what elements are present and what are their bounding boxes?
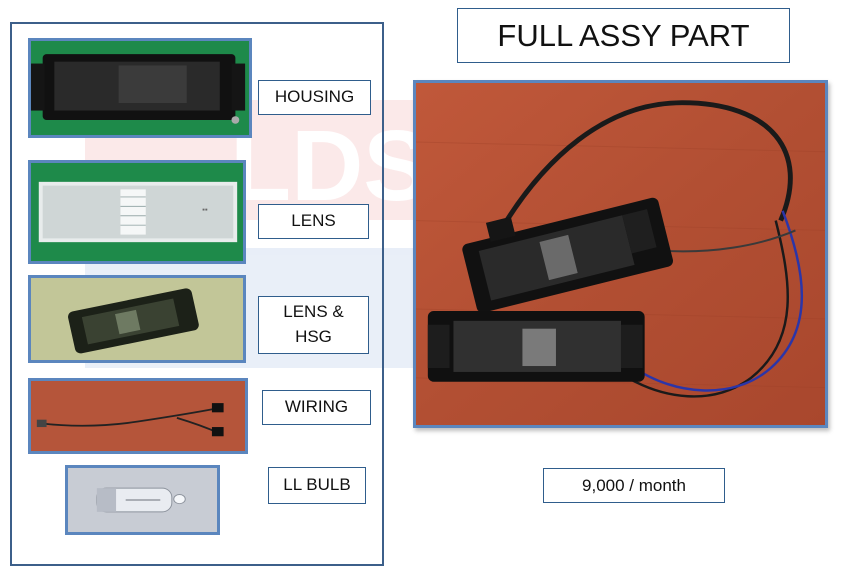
housing-label: HOUSING [258,80,371,115]
lens-label-text: LENS [291,211,336,231]
wiring-photo [28,378,248,454]
bulb-label-text: LL BULB [283,475,351,495]
page-title-text: FULL ASSY PART [497,17,750,53]
production-capacity-text: 9,000 / month [582,475,686,495]
production-capacity: 9,000 / month [543,468,725,503]
full-assembly-photo [413,80,828,428]
lens-photo: ▪▪ [28,160,246,264]
lens-and-housing-label-line1: LENS & [283,302,344,322]
lens-label: LENS [258,204,369,239]
housing-photo [28,38,252,138]
lens-and-housing-photo [28,275,246,363]
housing-label-text: HOUSING [274,87,355,107]
lens-and-housing-label: LENS & HSG [258,296,369,354]
bulb-photo [65,465,220,535]
bulb-label: LL BULB [268,467,366,504]
wiring-label-text: WIRING [284,397,349,417]
svg-text:▪▪: ▪▪ [202,205,208,214]
wiring-label: WIRING [262,390,371,425]
lens-and-housing-label-line2: HSG [295,327,332,346]
page-title: FULL ASSY PART [457,8,790,63]
